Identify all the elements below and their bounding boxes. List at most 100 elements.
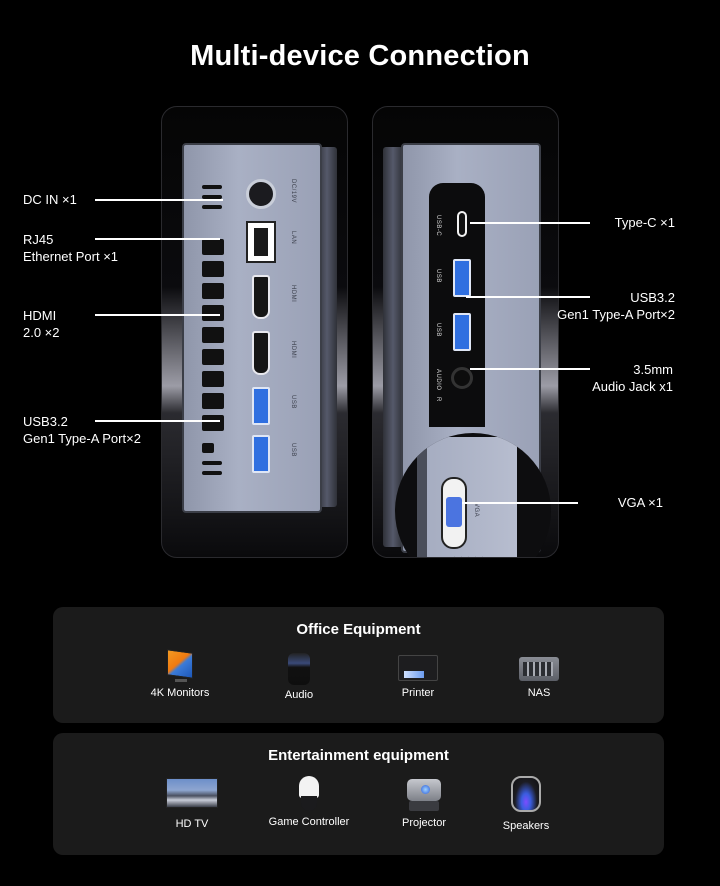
smart-speaker-icon (288, 651, 310, 685)
callout-line (95, 238, 220, 240)
callout-text: Audio Jack x1 (592, 379, 673, 394)
card-title: Office Equipment (296, 621, 421, 638)
callout-text: Gen1 Type-A Port×2 (557, 307, 675, 322)
item-label: NAS (527, 687, 551, 699)
callout-line (470, 368, 590, 370)
vent (202, 371, 224, 387)
item-label: Speakers (502, 820, 550, 832)
printer-icon (398, 651, 438, 683)
chassis-side (383, 147, 403, 547)
callout-usb-left: USB3.2 Gen1 Type-A Port×2 (23, 413, 141, 447)
office-item-monitors: 4K Monitors (120, 649, 240, 699)
front-io-panel: USB-C USB USB AUDIO R VGA (372, 106, 559, 558)
callout-text: HDMI (23, 308, 57, 323)
vent (202, 205, 222, 209)
vent (202, 195, 222, 199)
usb-c-port (457, 211, 467, 237)
tv-icon (166, 778, 218, 810)
port-label: USB (290, 443, 296, 457)
ent-item-projector: Projector (364, 777, 484, 829)
speaker-grille (451, 555, 485, 557)
callout-vga: VGA ×1 (618, 494, 663, 511)
dc-in-port (246, 179, 276, 209)
callout-line (95, 314, 220, 316)
callout-line (470, 222, 590, 224)
port-label: HDMI (290, 285, 296, 303)
callout-text: 3.5mm (633, 362, 673, 377)
callout-hdmi: HDMI 2.0 ×2 (23, 307, 60, 341)
ent-item-game-controller: Game Controller (249, 776, 369, 828)
callout-usb-right: USB3.2 Gen1 Type-A Port×2 (557, 289, 675, 323)
vga-port (441, 477, 467, 549)
monitor-icon (165, 649, 195, 683)
port-label: USB-C (435, 215, 441, 237)
port-label: USB (290, 395, 296, 409)
callout-audio: 3.5mm Audio Jack x1 (592, 361, 673, 395)
item-label: HD TV (175, 818, 209, 830)
vent (202, 461, 222, 465)
usb-a-port-2 (252, 435, 270, 473)
vent (202, 349, 224, 365)
office-item-audio: Audio (239, 651, 359, 701)
port-label: VGA (473, 503, 479, 518)
entertainment-equipment-card: Entertainment equipment HD TV Game Contr… (53, 733, 664, 855)
callout-text: Gen1 Type-A Port×2 (23, 431, 141, 446)
item-label: 4K Monitors (150, 687, 210, 699)
speaker-icon (511, 776, 541, 812)
callout-type-c: Type-C ×1 (615, 214, 675, 231)
callout-text: USB3.2 (630, 290, 675, 305)
vent (202, 261, 224, 277)
callout-line (466, 296, 590, 298)
rj45-port (246, 221, 276, 263)
usb-a-port-4 (453, 313, 471, 351)
vent (202, 239, 224, 255)
vent (202, 327, 224, 343)
usb-a-port-1 (252, 387, 270, 425)
callout-rj45: RJ45 Ethernet Port ×1 (23, 231, 118, 265)
port-label: AUDIO (435, 369, 441, 391)
projector-icon (405, 777, 443, 813)
callout-line (462, 502, 578, 504)
callout-line (95, 420, 220, 422)
chassis-rear: DC/19V LAN HDMI HDMI USB USB (182, 143, 322, 513)
vent (202, 185, 222, 189)
port-label: LAN (290, 231, 296, 245)
callout-text: VGA ×1 (617, 495, 663, 510)
card-title: Entertainment equipment (268, 747, 449, 764)
item-label: Projector (401, 817, 447, 829)
audio-jack (451, 367, 473, 389)
office-item-printer: Printer (358, 651, 478, 699)
port-label: DC/19V (290, 179, 296, 204)
item-label: Printer (401, 687, 435, 699)
chassis-side (317, 147, 337, 507)
port-label: USB (435, 269, 441, 283)
chassis-side-detail: VGA (417, 437, 517, 557)
vga-zoom-inset: VGA (395, 433, 551, 557)
vent (202, 415, 224, 431)
port-label: HDMI (290, 341, 296, 359)
vent (202, 471, 222, 475)
callout-text: 2.0 ×2 (23, 325, 60, 340)
callout-line (95, 199, 223, 201)
front-io-strip: USB-C USB USB AUDIO R (429, 183, 485, 427)
callout-text: USB3.2 (23, 414, 68, 429)
dome-camera-icon (298, 776, 320, 812)
item-label: Game Controller (268, 816, 350, 828)
callout-text: Ethernet Port ×1 (23, 249, 119, 264)
vent (202, 393, 224, 409)
hdmi-port-1 (252, 275, 270, 319)
page-title: Multi-device Connection (190, 40, 530, 72)
port-label: USB (435, 323, 441, 337)
callout-text: DC IN ×1 (23, 192, 77, 207)
rear-io-panel: DC/19V LAN HDMI HDMI USB USB (161, 106, 348, 558)
nas-icon (519, 655, 559, 683)
port-label: R (435, 397, 441, 402)
hdmi-port-2 (252, 331, 270, 375)
item-label: Audio (284, 689, 314, 701)
vent (202, 305, 224, 321)
office-equipment-card: Office Equipment 4K Monitors Audio Print… (53, 607, 664, 723)
office-item-nas: NAS (479, 655, 599, 699)
ent-item-hdtv: HD TV (132, 778, 252, 830)
vent (202, 283, 224, 299)
callout-text: RJ45 (23, 232, 54, 247)
